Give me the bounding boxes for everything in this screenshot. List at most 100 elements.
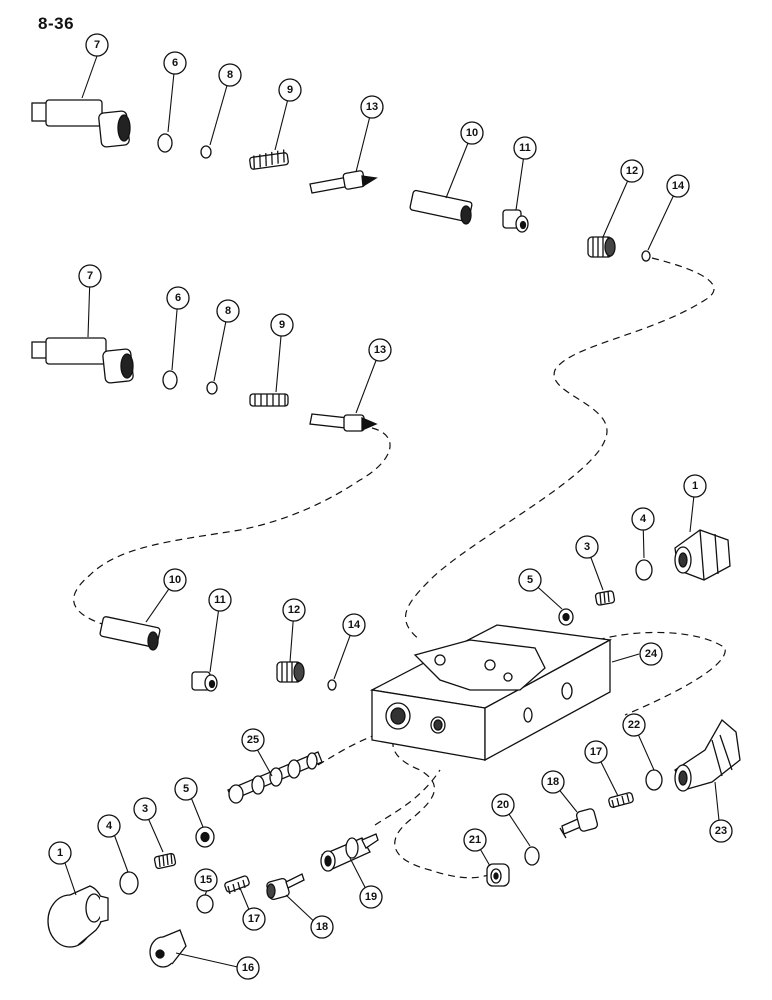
callout-8-mid: 8 — [216, 299, 240, 323]
part-9-top — [249, 149, 289, 170]
dash-path-19 — [374, 769, 441, 826]
part-13-mid — [309, 413, 378, 432]
callout-12-left: 12 — [282, 598, 306, 622]
part-9-mid — [249, 393, 289, 407]
part-23 — [674, 718, 741, 792]
part-7-top — [31, 99, 131, 148]
part-19 — [320, 833, 379, 872]
part-7-mid — [31, 337, 134, 384]
callout-4-right: 4 — [631, 507, 655, 531]
svg-text:12: 12 — [626, 165, 638, 177]
svg-text:3: 3 — [142, 803, 148, 815]
callout-20: 20 — [491, 793, 515, 817]
valve-body-block — [369, 624, 613, 762]
page-number: 8-36 — [38, 14, 75, 33]
part-6-top — [157, 133, 173, 153]
part-10-top — [409, 189, 473, 225]
callout-10-top: 10 — [460, 121, 484, 145]
svg-text:15: 15 — [200, 874, 212, 886]
svg-text:17: 17 — [590, 746, 602, 758]
svg-text:4: 4 — [106, 820, 113, 832]
svg-text:7: 7 — [87, 270, 93, 282]
callout-1-bottom: 1 — [48, 841, 72, 865]
svg-text:14: 14 — [672, 180, 685, 192]
part-13-top — [309, 170, 378, 194]
part-4-right — [635, 559, 653, 581]
callout-21: 21 — [463, 828, 487, 852]
svg-text:10: 10 — [466, 127, 478, 139]
svg-text:1: 1 — [692, 480, 698, 492]
svg-text:8: 8 — [227, 69, 233, 81]
callout-5-right: 5 — [518, 568, 542, 592]
svg-text:23: 23 — [715, 825, 727, 837]
callout-7-mid: 7 — [78, 264, 102, 288]
svg-text:20: 20 — [497, 799, 509, 811]
part-10-left — [99, 616, 161, 651]
part-14-top — [641, 250, 651, 262]
callout-25: 25 — [241, 728, 265, 752]
svg-text:11: 11 — [214, 594, 226, 606]
callout-12-top: 12 — [620, 159, 644, 183]
callout-6-mid: 6 — [166, 286, 190, 310]
svg-text:14: 14 — [348, 619, 361, 631]
callout-17-right: 17 — [584, 740, 608, 764]
part-17-bottom — [224, 875, 250, 895]
callout-13-mid: 13 — [368, 338, 392, 362]
callout-23: 23 — [709, 819, 733, 843]
part-3-bottom — [153, 852, 177, 870]
callout-14-top: 14 — [666, 174, 690, 198]
part-16 — [149, 929, 187, 968]
part-11-top — [502, 209, 529, 233]
part-18-right — [559, 808, 599, 839]
callout-4-bottom: 4 — [97, 814, 121, 838]
callout-9-mid: 9 — [270, 313, 294, 337]
svg-text:7: 7 — [94, 39, 100, 51]
callout-9-top: 9 — [278, 78, 302, 102]
svg-text:6: 6 — [172, 57, 178, 69]
part-5-right — [558, 608, 574, 626]
part-14-left — [327, 679, 337, 691]
part-22 — [645, 769, 663, 791]
dash-path-top — [404, 257, 715, 641]
part-8-top — [200, 145, 212, 159]
leader-lines — [63, 55, 721, 969]
dash-path-lower — [392, 729, 496, 879]
callout-22: 22 — [622, 713, 646, 737]
part-12-top — [587, 236, 616, 258]
assembly-path-lines — [73, 257, 726, 879]
part-1-bottom — [47, 885, 109, 948]
svg-text:19: 19 — [365, 891, 377, 903]
callout-10-left: 10 — [163, 568, 187, 592]
callout-14-left: 14 — [342, 613, 366, 637]
svg-text:4: 4 — [640, 513, 647, 525]
part-15 — [196, 894, 214, 914]
callout-11-left: 11 — [208, 588, 232, 612]
part-12-left — [276, 661, 305, 683]
callout-6-top: 6 — [163, 51, 187, 75]
svg-text:18: 18 — [547, 776, 559, 788]
callout-16: 16 — [236, 956, 260, 980]
valve-body-side-face — [484, 638, 611, 762]
part-5-bottom — [195, 826, 215, 848]
valve-body-side-port-1 — [523, 707, 533, 723]
svg-text:25: 25 — [247, 734, 259, 746]
part-8-mid — [206, 381, 218, 395]
callouts-layer: 7 6 8 9 13 10 11 12 14 7 6 8 9 13 1 4 3 … — [48, 33, 733, 980]
part-11-left — [191, 671, 218, 692]
callout-15: 15 — [194, 868, 218, 892]
dash-path-mid — [73, 427, 391, 626]
callout-1-right: 1 — [683, 474, 707, 498]
valve-body-side-port-2 — [561, 682, 573, 700]
callout-11-top: 11 — [513, 136, 537, 160]
callout-7-top: 7 — [85, 33, 109, 57]
svg-text:13: 13 — [366, 101, 378, 113]
svg-text:5: 5 — [183, 783, 189, 795]
callout-18-right: 18 — [541, 770, 565, 794]
svg-text:1: 1 — [57, 847, 63, 859]
part-21 — [486, 863, 510, 887]
svg-text:10: 10 — [169, 574, 181, 586]
svg-text:17: 17 — [248, 913, 260, 925]
part-3-right — [594, 590, 616, 606]
callout-13-top: 13 — [360, 95, 384, 119]
